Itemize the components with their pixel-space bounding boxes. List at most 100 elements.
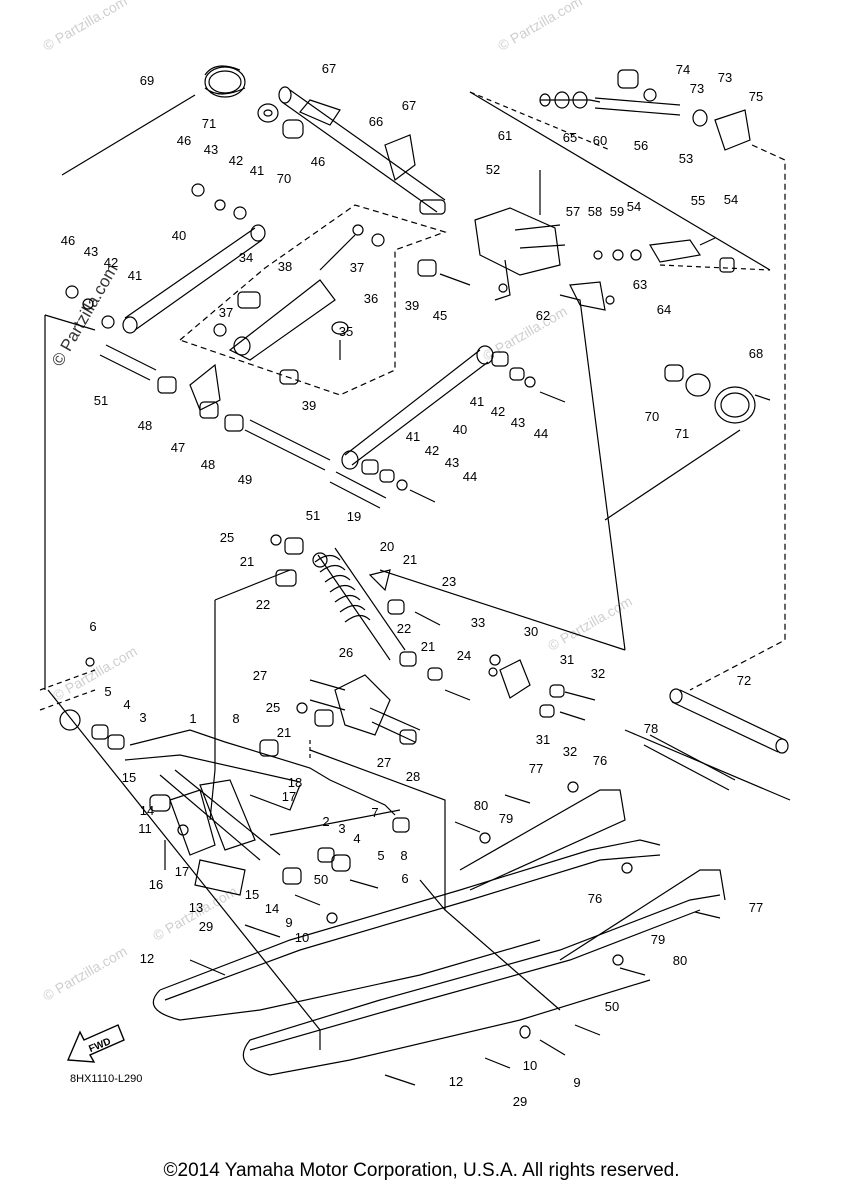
callout-31-1: 31 bbox=[560, 652, 574, 667]
callout-52: 52 bbox=[486, 162, 500, 177]
callout-21-2: 21 bbox=[403, 552, 417, 567]
callout-54-1: 54 bbox=[627, 199, 641, 214]
callout-41-2: 41 bbox=[250, 163, 264, 178]
callout-72: 72 bbox=[737, 673, 751, 688]
callout-71-1: 71 bbox=[202, 116, 216, 131]
callout-59: 59 bbox=[610, 204, 624, 219]
callout-41-3: 41 bbox=[470, 394, 484, 409]
callout-17-2: 17 bbox=[282, 789, 296, 804]
callout-49: 49 bbox=[238, 472, 252, 487]
callout-44-1: 44 bbox=[534, 426, 548, 441]
callout-62: 62 bbox=[536, 308, 550, 323]
callout-42-3: 42 bbox=[491, 404, 505, 419]
callout-45: 45 bbox=[433, 308, 447, 323]
callout-34: 34 bbox=[239, 250, 253, 265]
callout-55: 55 bbox=[691, 193, 705, 208]
copyright-footer: ©2014 Yamaha Motor Corporation, U.S.A. A… bbox=[163, 1160, 680, 1181]
callout-77-2: 77 bbox=[749, 900, 763, 915]
callout-5-1: 5 bbox=[104, 684, 111, 699]
callout-13: 13 bbox=[189, 900, 203, 915]
callout-73-1: 73 bbox=[690, 81, 704, 96]
callout-27-2: 27 bbox=[377, 755, 391, 770]
callout-9-1: 9 bbox=[285, 915, 292, 930]
callout-11: 11 bbox=[138, 821, 152, 836]
callout-14-2: 14 bbox=[265, 901, 279, 916]
callout-42-4: 42 bbox=[425, 443, 439, 458]
callout-79-2: 79 bbox=[651, 932, 665, 947]
callout-25-1: 25 bbox=[220, 530, 234, 545]
callout-44-2: 44 bbox=[463, 469, 477, 484]
diagram-code: 8HX1110-L290 bbox=[70, 1073, 143, 1085]
callout-43-3: 43 bbox=[511, 415, 525, 430]
callout-50-2: 50 bbox=[605, 999, 619, 1014]
callout-51-2: 51 bbox=[306, 508, 320, 523]
callout-15-1: 15 bbox=[122, 770, 136, 785]
callout-8-1: 8 bbox=[232, 711, 239, 726]
callout-1: 1 bbox=[189, 711, 196, 726]
callout-10-2: 10 bbox=[523, 1058, 537, 1073]
callout-19: 19 bbox=[347, 509, 361, 524]
callout-39-2: 39 bbox=[302, 398, 316, 413]
callout-41-4: 41 bbox=[406, 429, 420, 444]
callout-38: 38 bbox=[278, 259, 292, 274]
callout-3-1: 3 bbox=[139, 710, 146, 725]
callout-48-1: 48 bbox=[138, 418, 152, 433]
callout-79-1: 79 bbox=[499, 811, 513, 826]
callout-21-4: 21 bbox=[277, 725, 291, 740]
callout-57: 57 bbox=[566, 204, 580, 219]
callout-37-2: 37 bbox=[350, 260, 364, 275]
callout-22-2: 22 bbox=[397, 621, 411, 636]
callout-12-2: 12 bbox=[449, 1074, 463, 1089]
callout-36: 36 bbox=[364, 291, 378, 306]
callout-33: 33 bbox=[471, 615, 485, 630]
callout-66: 66 bbox=[369, 114, 383, 129]
callout-46-1: 46 bbox=[61, 233, 75, 248]
callout-37-1: 37 bbox=[219, 305, 233, 320]
callout-3-2: 3 bbox=[338, 821, 345, 836]
callout-31-2: 31 bbox=[536, 732, 550, 747]
callout-76-2: 76 bbox=[588, 891, 602, 906]
callout-14-1: 14 bbox=[140, 803, 154, 818]
callout-54-2: 54 bbox=[724, 192, 738, 207]
callout-80-1: 80 bbox=[474, 798, 488, 813]
callout-12-1: 12 bbox=[140, 951, 154, 966]
callout-67-1: 67 bbox=[322, 61, 336, 76]
callout-40-1: 40 bbox=[172, 228, 186, 243]
callout-77-1: 77 bbox=[529, 761, 543, 776]
fwd-arrow-icon: FWD bbox=[66, 1024, 125, 1063]
callout-76-1: 76 bbox=[593, 753, 607, 768]
callout-35: 35 bbox=[339, 324, 353, 339]
callout-16: 16 bbox=[149, 877, 163, 892]
callout-27-1: 27 bbox=[253, 668, 267, 683]
callout-29-1: 29 bbox=[199, 919, 213, 934]
callout-6-1: 6 bbox=[89, 619, 96, 634]
callout-22-1: 22 bbox=[256, 597, 270, 612]
callout-5-2: 5 bbox=[377, 848, 384, 863]
callout-29-2: 29 bbox=[513, 1094, 527, 1109]
callout-80-2: 80 bbox=[673, 953, 687, 968]
callout-65: 65 bbox=[563, 130, 577, 145]
callout-64: 64 bbox=[657, 302, 671, 317]
callout-15-2: 15 bbox=[245, 887, 259, 902]
callout-40-2: 40 bbox=[453, 422, 467, 437]
callout-2: 2 bbox=[322, 814, 329, 829]
callout-20: 20 bbox=[380, 539, 394, 554]
callout-42-1: 42 bbox=[104, 255, 118, 270]
callout-30: 30 bbox=[524, 624, 538, 639]
callout-layer: 1233445566788991010111212131414151516171… bbox=[61, 61, 763, 1109]
callout-46-2: 46 bbox=[177, 133, 191, 148]
callout-47: 47 bbox=[171, 440, 185, 455]
callout-28: 28 bbox=[406, 769, 420, 784]
callout-23: 23 bbox=[442, 574, 456, 589]
callout-74: 74 bbox=[676, 62, 690, 77]
callout-78: 78 bbox=[644, 721, 658, 736]
callout-75: 75 bbox=[749, 89, 763, 104]
callout-46-3: 46 bbox=[311, 154, 325, 169]
callout-69: 69 bbox=[140, 73, 154, 88]
callout-39-1: 39 bbox=[405, 298, 419, 313]
callout-41-1: 41 bbox=[128, 268, 142, 283]
callout-48-2: 48 bbox=[201, 457, 215, 472]
callout-6-2: 6 bbox=[401, 871, 408, 886]
